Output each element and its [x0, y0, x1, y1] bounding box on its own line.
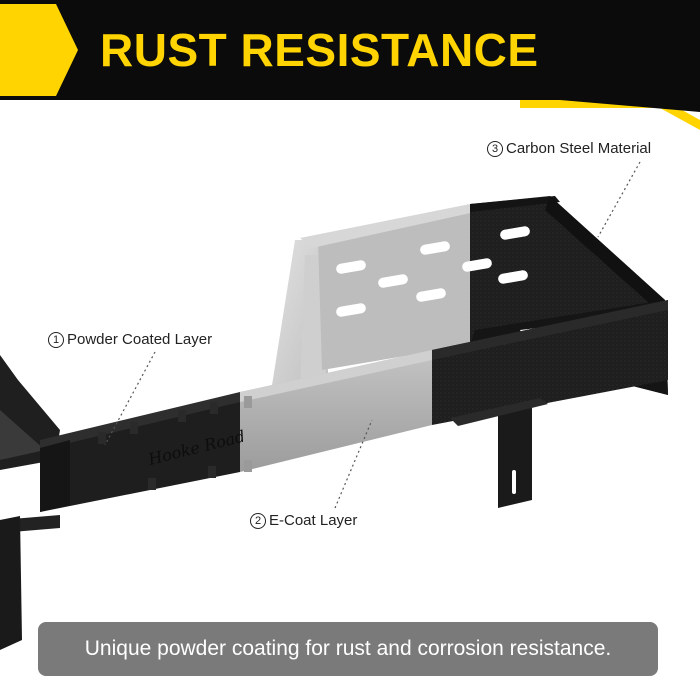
callout-carbon-steel: 3 Carbon Steel Material [487, 140, 651, 157]
callout-text: Carbon Steel Material [506, 140, 652, 157]
header-chevron [0, 4, 78, 96]
page-title: RUST RESISTANCE [100, 24, 539, 76]
callout-2-line [334, 419, 373, 509]
callout-e-coat: 2 E-Coat Layer [250, 512, 357, 529]
header-angle [560, 100, 700, 112]
e-coat-tube [240, 350, 432, 472]
callout-number: 3 [487, 140, 503, 157]
info-banner: Unique powder coating for rust and corro… [38, 622, 658, 676]
right-bracket [498, 402, 532, 508]
callout-number: 1 [48, 331, 64, 348]
callout-3-line [597, 161, 641, 238]
powder-coated-tube [40, 400, 240, 512]
header-bar [0, 0, 700, 100]
banner-text: Unique powder coating for rust and corro… [84, 637, 612, 660]
callout-powder-coated: 1 Powder Coated Layer [48, 331, 212, 348]
plate-slots [336, 241, 450, 317]
callout-text: Powder Coated Layer [67, 331, 213, 348]
tube-right-section [432, 300, 668, 425]
callout-number: 2 [250, 512, 266, 529]
callout-text: E-Coat Layer [269, 512, 358, 529]
